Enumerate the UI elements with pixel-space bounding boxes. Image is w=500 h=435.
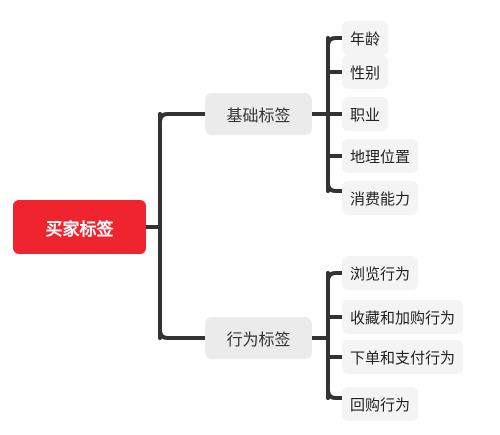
leaf-node-label: 下单和支付行为 [350, 348, 456, 367]
leaf-node-browsing-behavior[interactable]: 浏览行为 [342, 256, 419, 290]
leaf-node-repurchase-behavior[interactable]: 回购行为 [342, 387, 419, 421]
leaf-node-label: 职业 [350, 105, 381, 124]
branch-node-label: 行为标签 [226, 330, 291, 349]
leaf-node-label: 年龄 [350, 29, 381, 48]
leaf-node-order-payment-behavior[interactable]: 下单和支付行为 [342, 340, 464, 374]
root-to-branches-connector [144, 112, 207, 340]
leaf-node-age[interactable]: 年龄 [342, 21, 389, 55]
leaf-node-location[interactable]: 地理位置 [342, 139, 419, 173]
branch-1-children-connector [310, 36, 344, 193]
leaf-node-occupation[interactable]: 职业 [342, 97, 389, 131]
root-node[interactable]: 买家标签 [13, 200, 146, 254]
leaf-node-gender[interactable]: 性别 [342, 55, 389, 89]
root-node-label: 买家标签 [45, 219, 114, 240]
leaf-node-label: 浏览行为 [350, 264, 411, 283]
branch-node-basic-tags[interactable]: 基础标签 [205, 93, 312, 135]
leaf-node-label: 收藏和加购行为 [350, 308, 456, 327]
branch-node-label: 基础标签 [226, 106, 291, 125]
leaf-node-label: 性别 [350, 63, 381, 82]
leaf-node-label: 地理位置 [350, 147, 411, 166]
leaf-node-spending-power[interactable]: 消费能力 [342, 181, 419, 215]
branch-2-children-connector [310, 271, 344, 400]
leaf-node-label: 消费能力 [350, 189, 411, 208]
leaf-node-favorite-cart-behavior[interactable]: 收藏和加购行为 [342, 300, 464, 334]
branch-node-behavior-tags[interactable]: 行为标签 [205, 317, 312, 359]
leaf-node-label: 回购行为 [350, 395, 411, 414]
